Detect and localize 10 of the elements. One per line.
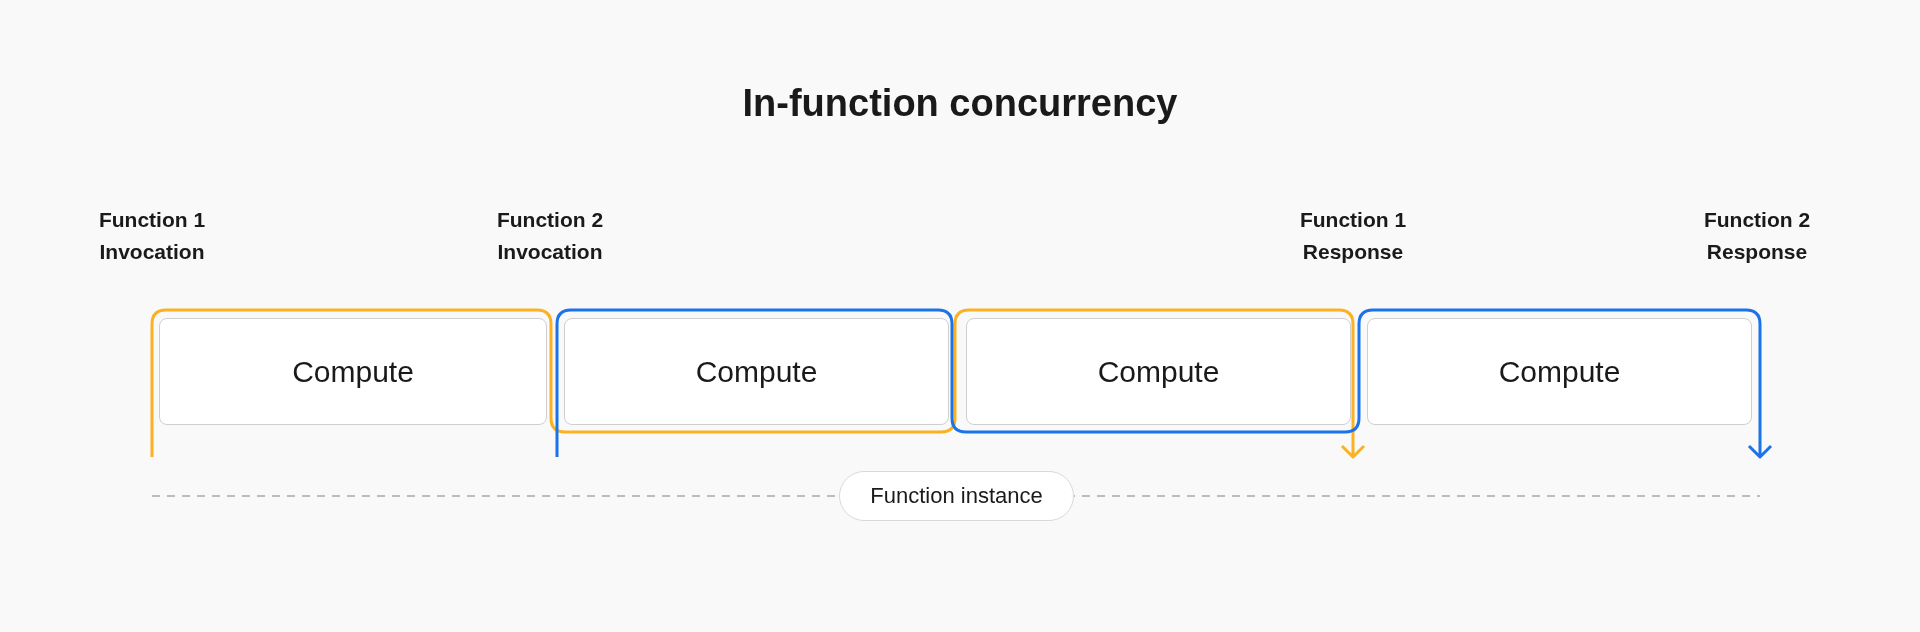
compute-box: Compute bbox=[966, 318, 1351, 425]
compute-box: Compute bbox=[1367, 318, 1752, 425]
event-label: Function 1 Invocation bbox=[97, 207, 207, 265]
diagram-title: In-function concurrency bbox=[741, 82, 1179, 125]
event-label: Function 2 Response bbox=[1702, 207, 1812, 265]
compute-box: Compute bbox=[564, 318, 949, 425]
compute-box: Compute bbox=[159, 318, 547, 425]
instance-pill: Function instance bbox=[839, 471, 1074, 521]
event-label: Function 1 Response bbox=[1298, 207, 1408, 265]
event-label: Function 2 Invocation bbox=[495, 207, 605, 265]
